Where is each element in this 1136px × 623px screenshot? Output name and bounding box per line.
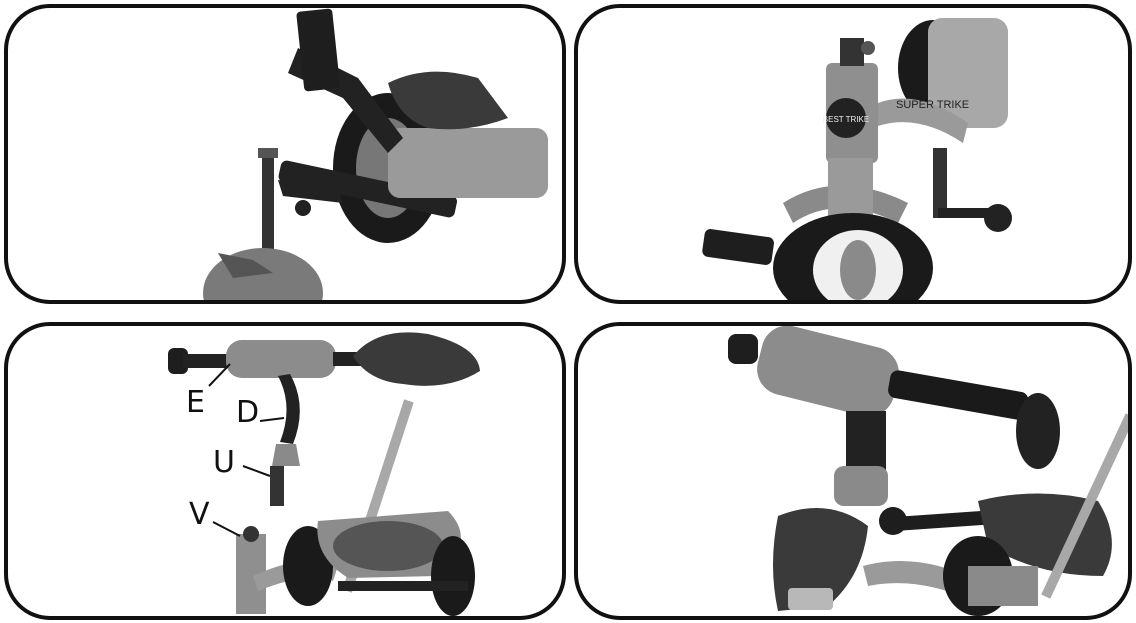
frame-brand-decal: SUPER TRIKE (896, 99, 969, 111)
illustration-handlebar-parts (8, 326, 562, 616)
illustration-assembled-frame: SUPER TRIKE BEST TRIKE (578, 8, 1128, 300)
step-panel-4-tighten-handlebar (574, 322, 1132, 620)
step-panel-3-handlebar-parts: E D U V (4, 322, 566, 620)
callout-label-d: D (236, 398, 259, 428)
callout-label-e: E (186, 388, 205, 418)
callout-label-u: U (213, 448, 235, 478)
round-logo-decal: BEST TRIKE (823, 115, 869, 124)
illustration-frame-and-stem (8, 8, 562, 300)
callout-label-v: V (189, 500, 210, 530)
illustration-tighten-handlebar (578, 326, 1128, 616)
step-panel-1-frame-stem (4, 4, 566, 304)
step-panel-2-assembled-frame: SUPER TRIKE BEST TRIKE (574, 4, 1132, 304)
